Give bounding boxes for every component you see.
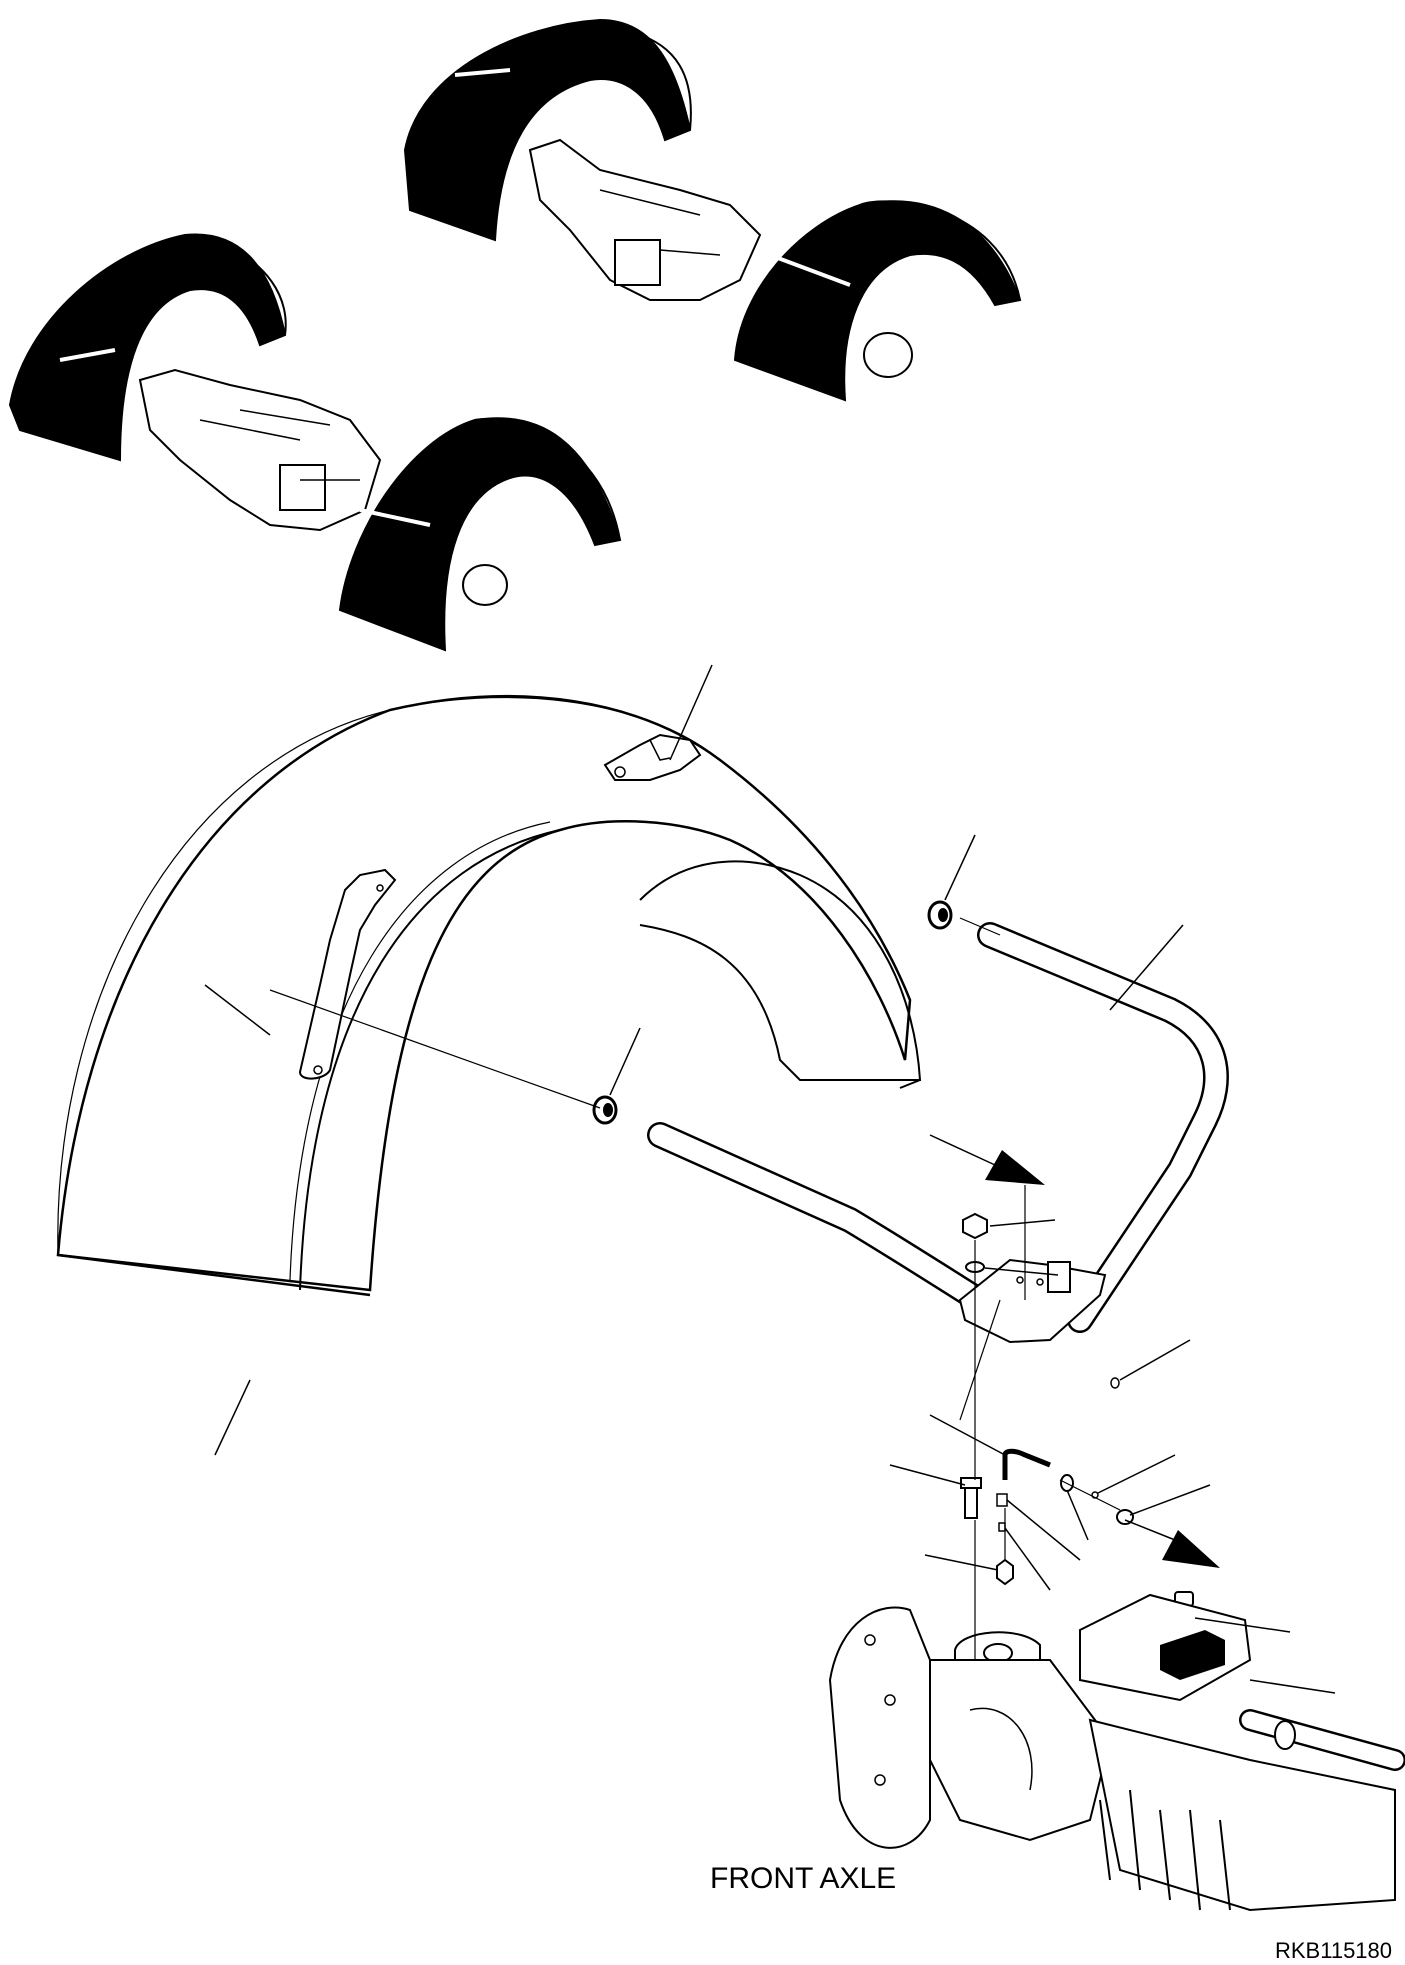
overview-assembly-rear: [403, 18, 1022, 402]
grease-nipple: [1116, 1509, 1134, 1525]
leader-o-ring: [1097, 1454, 1176, 1494]
mount-tube: [647, 922, 1229, 1344]
fender-outer-shell: [56, 694, 912, 1292]
leader-grommet-lower: [609, 1027, 641, 1096]
hex-nut: [962, 1212, 988, 1240]
section-label: FRONT AXLE: [710, 1862, 896, 1895]
leader-fitting-nut: [924, 1554, 999, 1571]
fender-side-bracket: [298, 868, 397, 1080]
direction-arrow-upper: [929, 1134, 1045, 1185]
leader-nut: [989, 1219, 1056, 1227]
leader-lines: [204, 664, 1336, 1694]
leader-cap-screw: [1194, 1617, 1291, 1633]
leader-spacer: [1066, 1489, 1089, 1541]
leader-king-pin: [889, 1464, 966, 1486]
leader-cover-plate: [1249, 1679, 1336, 1694]
grease-fitting-right: [1110, 1377, 1120, 1389]
leader-small-bolt: [1006, 1499, 1081, 1561]
leader-bolt-lower: [1004, 1527, 1051, 1591]
fender-large: [56, 694, 922, 1297]
front-axle-housing: [828, 1593, 1405, 1912]
overview-assembly-front: [8, 233, 622, 652]
assembly-lines: [269, 917, 1121, 1660]
direction-arrow-lower: [1124, 1519, 1220, 1568]
drawing-number: RKB115180: [1275, 1938, 1392, 1963]
grease-tube: [1002, 1448, 1051, 1480]
overview-fender-right-front: [338, 417, 622, 652]
leader-grommet-upper: [944, 834, 976, 901]
leader-tube: [1109, 924, 1184, 1011]
leader-fender: [214, 1379, 251, 1456]
leader-side-bracket: [204, 984, 271, 1036]
overview-fender-right-rear: [733, 200, 1022, 402]
fender-inner-opening: [639, 860, 922, 1081]
grommet-lower: [592, 1095, 618, 1125]
fitting-nut: [996, 1558, 1014, 1586]
overview-axle-body-rear: [528, 138, 762, 301]
leader-grease-nipple: [1129, 1484, 1211, 1516]
king-pin: [960, 1477, 982, 1519]
overview-axle-body-front: [138, 368, 382, 532]
grommet-upper: [927, 900, 953, 930]
leader-top-bracket: [669, 664, 713, 761]
leader-fitting-right: [1119, 1339, 1191, 1381]
leader-washer: [984, 1267, 1059, 1276]
leader-grease-tube: [929, 1414, 1006, 1456]
